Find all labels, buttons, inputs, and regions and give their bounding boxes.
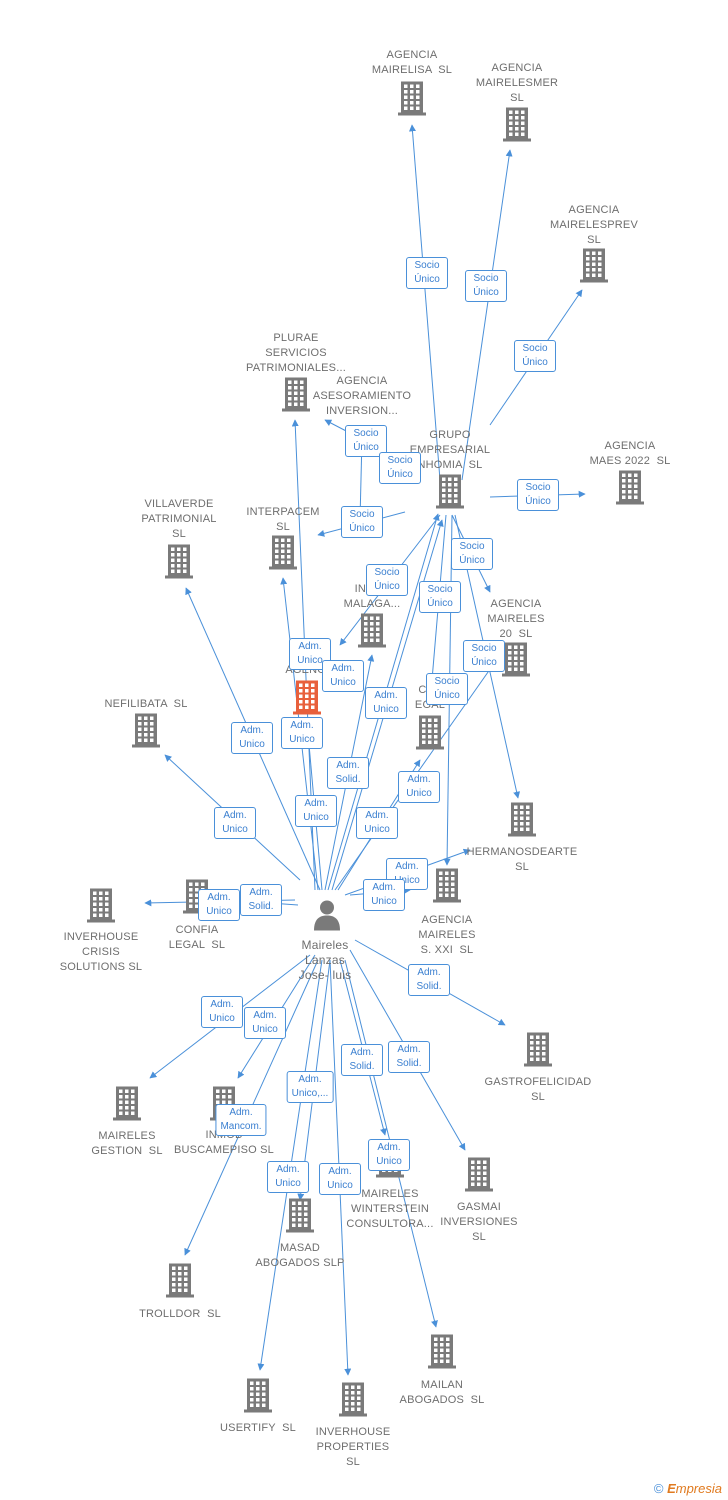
building-icon[interactable] <box>132 713 160 753</box>
company-label-mairelesprev[interactable]: AGENCIA MAIRELESPREV SL <box>550 204 638 246</box>
company-label-asesoramiento[interactable]: AGENCIA ASESORAMIENTO INVERSION... <box>312 375 412 417</box>
company-label-masad[interactable]: MASAD ABOGADOS SLP <box>255 1242 345 1269</box>
relation-badge-adm-solid[interactable]: Adm. Solid. <box>408 964 450 996</box>
relation-badge-socio-unico[interactable]: Socio Único <box>366 564 408 596</box>
company-label-maireles20[interactable]: AGENCIA MAIRELES 20 SL <box>487 598 545 640</box>
company-label-mairelesmer[interactable]: AGENCIA MAIRELESMER SL <box>475 62 559 104</box>
building-icon[interactable] <box>113 1086 141 1126</box>
company-label-interpacem[interactable]: INTERPACEM SL <box>246 506 320 533</box>
relation-badge-adm-unico[interactable]: Adm. Unico <box>214 807 256 839</box>
relation-badge-adm-unico[interactable]: Adm. Unico <box>368 1139 410 1171</box>
relation-badge-adm-solid[interactable]: Adm. Solid. <box>327 757 369 789</box>
relation-badge-socio-unico[interactable]: Socio Único <box>419 581 461 613</box>
relation-badge-adm-unico[interactable]: Adm. Unico <box>267 1161 309 1193</box>
center-person-label[interactable]: Maireles Lanzas Jose- luis <box>298 938 352 982</box>
relation-badge-socio-unico[interactable]: Socio Único <box>465 270 507 302</box>
building-icon[interactable] <box>244 1378 272 1418</box>
building-icon[interactable] <box>465 1157 493 1197</box>
relation-badge-adm-solid[interactable]: Adm. Solid. <box>388 1041 430 1073</box>
company-label-hermanosdearte[interactable]: HERMANOSDEARTE SL <box>466 846 578 873</box>
company-label-nefilibata[interactable]: NEFILIBATA SL <box>104 698 188 710</box>
relation-badge-adm-unico[interactable]: Adm. Unico <box>398 771 440 803</box>
building-icon[interactable] <box>293 680 321 720</box>
copyright-icon: © <box>653 1481 664 1496</box>
relation-badge-adm-unico[interactable]: Adm. Unico <box>356 807 398 839</box>
relation-badge-adm-solid[interactable]: Adm. Solid. <box>341 1044 383 1076</box>
building-icon[interactable] <box>282 377 310 417</box>
building-icon[interactable] <box>339 1382 367 1422</box>
building-icon[interactable] <box>416 715 444 755</box>
relation-badge-socio-unico[interactable]: Socio Único <box>406 257 448 289</box>
relation-badge-adm-unico[interactable]: Adm. Unico <box>244 1007 286 1039</box>
relation-badge-socio-unico[interactable]: Socio Único <box>517 479 559 511</box>
company-label-maes2022[interactable]: AGENCIA MAES 2022 SL <box>589 440 671 467</box>
building-icon[interactable] <box>358 613 386 653</box>
relation-badge-socio-unico[interactable]: Socio Único <box>463 640 505 672</box>
company-label-trolldor[interactable]: TROLLDOR SL <box>139 1308 221 1320</box>
company-label-mailan[interactable]: MAILAN ABOGADOS SL <box>399 1379 485 1406</box>
building-icon[interactable] <box>580 248 608 288</box>
building-icon[interactable] <box>433 868 461 908</box>
brand-logo-e: E <box>667 1481 676 1496</box>
relation-badge-socio-unico[interactable]: Socio Único <box>341 506 383 538</box>
building-icon[interactable] <box>616 470 644 510</box>
company-label-inverhouse-crisis[interactable]: INVERHOUSE CRISIS SOLUTIONS SL <box>59 931 143 973</box>
relation-badge-adm-unico[interactable]: Adm. Unico <box>319 1163 361 1195</box>
building-icon[interactable] <box>165 544 193 584</box>
relation-badge-socio-unico[interactable]: Socio Único <box>451 538 493 570</box>
building-icon[interactable] <box>428 1334 456 1374</box>
relation-badge-socio-unico[interactable]: Socio Único <box>426 673 468 705</box>
company-label-mairelisa[interactable]: AGENCIA MAIRELISA SL <box>371 49 453 76</box>
relation-badge-adm-mancom[interactable]: Adm. Mancom. <box>215 1104 267 1136</box>
relation-badge-adm-unico[interactable]: Adm. Unico <box>322 660 364 692</box>
company-label-winterstein[interactable]: MAIRELES WINTERSTEIN CONSULTORA... <box>346 1188 434 1230</box>
brand-footer: © Empresia <box>654 1481 722 1496</box>
company-label-maireles-xxi[interactable]: AGENCIA MAIRELES S. XXI SL <box>418 914 476 956</box>
building-icon[interactable] <box>508 802 536 842</box>
building-icon[interactable] <box>524 1032 552 1072</box>
company-label-usertify[interactable]: USERTIFY SL <box>220 1422 296 1434</box>
relation-badge-adm-unico[interactable]: Adm. Unico <box>231 722 273 754</box>
relation-badge-adm-unico[interactable]: Adm. Unico <box>198 889 240 921</box>
relation-badge-adm-unico[interactable]: Adm. Unico <box>365 687 407 719</box>
relation-badge-adm-unico[interactable]: Adm. Unico <box>363 879 405 911</box>
relation-badge-socio-unico[interactable]: Socio Único <box>379 452 421 484</box>
relation-badge-adm-solid[interactable]: Adm. Solid. <box>240 884 282 916</box>
building-icon[interactable] <box>87 888 115 928</box>
relation-badge-socio-unico[interactable]: Socio Único <box>514 340 556 372</box>
building-icon[interactable] <box>269 535 297 575</box>
building-icon[interactable] <box>166 1263 194 1303</box>
company-label-grupo[interactable]: GRUPO EMPRESARIAL NHOMIA SL <box>409 429 491 471</box>
company-label-inverhouse-properties[interactable]: INVERHOUSE PROPERTIES SL <box>315 1426 391 1468</box>
building-icon[interactable] <box>503 107 531 147</box>
building-icon[interactable] <box>502 642 530 682</box>
brand-logo-text: mpresia <box>675 1481 722 1496</box>
relation-badge-adm-unico[interactable]: Adm. Unico <box>201 996 243 1028</box>
building-icon[interactable] <box>286 1198 314 1238</box>
relation-badge-adm-unico[interactable]: Adm. Unico <box>281 717 323 749</box>
company-label-plurae[interactable]: PLURAE SERVICIOS PATRIMONIALES... <box>246 332 346 374</box>
person-icon[interactable] <box>312 899 342 936</box>
relation-badge-adm-unico[interactable]: Adm. Unico <box>295 795 337 827</box>
company-label-gasmai[interactable]: GASMAI INVERSIONES SL <box>440 1201 518 1243</box>
building-icon[interactable] <box>436 474 464 514</box>
relation-badge-socio-unico[interactable]: Socio Único <box>345 425 387 457</box>
company-label-confia[interactable]: CONFIA LEGAL SL <box>168 924 226 951</box>
company-label-villaverde[interactable]: VILLAVERDE PATRIMONIAL SL <box>141 498 217 540</box>
building-icon[interactable] <box>398 81 426 121</box>
relation-badge-adm-unico-trunc[interactable]: Adm. Unico,... <box>286 1071 334 1103</box>
relationship-edge <box>461 149 513 481</box>
company-label-gastrofelicidad[interactable]: GASTROFELICIDAD SL <box>484 1076 592 1103</box>
company-label-maireles-gestion[interactable]: MAIRELES GESTION SL <box>91 1130 163 1157</box>
relationship-edge <box>409 124 441 481</box>
